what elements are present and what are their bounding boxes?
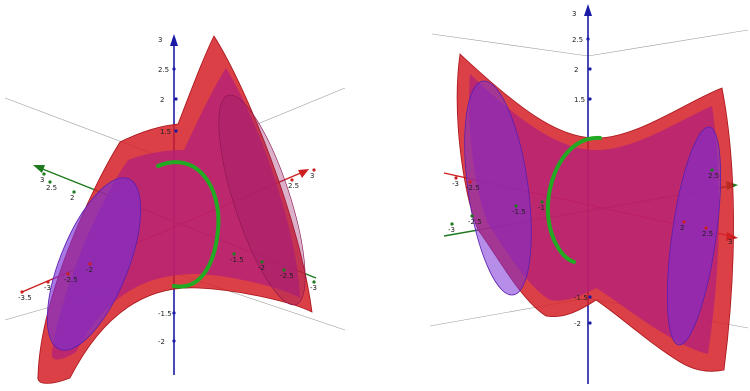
tick-label: 3 bbox=[40, 176, 44, 184]
tick-mark bbox=[66, 272, 70, 276]
tick-label: 2 bbox=[574, 66, 578, 74]
tick-mark bbox=[172, 67, 176, 71]
tick-label: 3 bbox=[728, 238, 732, 246]
right-left-cap bbox=[464, 80, 532, 296]
left-green-circle bbox=[156, 160, 221, 289]
tick-label: -3 bbox=[310, 284, 317, 292]
left-3d-panel: 32.521.5-1.5-22.53-2-2.5-3-3.532.52-1.5-… bbox=[4, 34, 346, 384]
tick-label: 1.5 bbox=[574, 96, 585, 104]
tick-mark bbox=[586, 11, 590, 15]
tick-mark bbox=[470, 214, 474, 218]
tick-label: -3 bbox=[448, 226, 455, 234]
tick-mark bbox=[72, 190, 76, 194]
tick-label: -2.5 bbox=[280, 272, 294, 280]
tick-mark bbox=[46, 280, 50, 284]
tick-mark bbox=[468, 180, 472, 184]
tick-label: 2 bbox=[680, 224, 684, 232]
tick-mark bbox=[312, 280, 316, 284]
tick-label: 2 bbox=[70, 194, 74, 202]
tick-label: -1.5 bbox=[512, 208, 526, 216]
tick-mark bbox=[454, 176, 458, 180]
tick-label: 2 bbox=[160, 96, 164, 104]
tick-label: -1 bbox=[538, 204, 545, 212]
tick-label: -2 bbox=[258, 264, 265, 272]
tick-label: 2.5 bbox=[158, 66, 169, 74]
tick-label: 2.5 bbox=[288, 182, 299, 190]
tick-mark bbox=[682, 220, 686, 224]
tick-label: -3 bbox=[44, 284, 51, 292]
tick-mark bbox=[48, 180, 52, 184]
tick-mark bbox=[88, 262, 92, 266]
tick-label: 2.5 bbox=[708, 172, 719, 180]
tick-label: 3 bbox=[158, 36, 162, 44]
tick-label: 2.5 bbox=[702, 230, 713, 238]
tick-label: -3 bbox=[452, 180, 459, 188]
tick-mark bbox=[172, 37, 176, 41]
tick-mark bbox=[174, 129, 178, 133]
tick-mark bbox=[42, 172, 46, 176]
tick-mark bbox=[588, 97, 592, 101]
tick-mark bbox=[290, 178, 294, 182]
right-right-cap bbox=[666, 126, 722, 346]
tick-label: -1.5 bbox=[158, 310, 172, 318]
tick-label: -2 bbox=[86, 266, 93, 274]
tick-label: 3 bbox=[310, 172, 314, 180]
tick-label: 2.5 bbox=[572, 36, 583, 44]
tick-mark bbox=[588, 321, 592, 325]
right-axis-ticks: 3 2.5 2 1.5 -1.5 -2 2 2.5 3 -3 -2.5 2.5 -3 -2.5 -1.5 -1 bbox=[448, 10, 734, 328]
tick-mark bbox=[730, 234, 734, 238]
tick-label: -2.5 bbox=[468, 218, 482, 226]
tick-mark bbox=[172, 311, 176, 315]
tick-mark bbox=[540, 200, 544, 204]
tick-mark bbox=[282, 268, 286, 272]
tick-label: 3 bbox=[572, 10, 576, 18]
tick-mark bbox=[514, 204, 518, 208]
tick-mark bbox=[172, 339, 176, 343]
tick-mark bbox=[450, 222, 454, 226]
tick-label: 1.5 bbox=[160, 128, 171, 136]
tick-label: -3.5 bbox=[18, 294, 32, 302]
tick-mark bbox=[586, 37, 590, 41]
tick-mark bbox=[312, 168, 316, 172]
tick-label: -1.5 bbox=[574, 294, 588, 302]
tick-label: -2 bbox=[574, 320, 581, 328]
tick-label: -2 bbox=[158, 338, 165, 346]
tick-mark bbox=[174, 97, 178, 101]
tick-label: 2.5 bbox=[46, 184, 57, 192]
tick-mark bbox=[588, 295, 592, 299]
tick-label: -2.5 bbox=[466, 184, 480, 192]
left-axis-ticks: 32.521.5-1.5-22.53-2-2.5-3-3.532.52-1.5-… bbox=[18, 36, 317, 346]
tick-mark bbox=[704, 226, 708, 230]
left-far-cap bbox=[218, 94, 306, 306]
right-3d-panel: 3 2.5 2 1.5 -1.5 -2 2 2.5 3 -3 -2.5 2.5 -3 -2.5 -1.5 -1 bbox=[429, 4, 749, 384]
tick-label: -1.5 bbox=[230, 256, 244, 264]
left-end-cap bbox=[46, 177, 142, 351]
tick-mark bbox=[710, 168, 714, 172]
tick-mark bbox=[232, 252, 236, 256]
right-green-circle bbox=[545, 135, 602, 264]
tick-mark bbox=[20, 290, 24, 294]
tick-label: -2.5 bbox=[64, 276, 78, 284]
right-inner-surface bbox=[468, 74, 720, 354]
tick-mark bbox=[260, 260, 264, 264]
tick-mark bbox=[588, 67, 592, 71]
